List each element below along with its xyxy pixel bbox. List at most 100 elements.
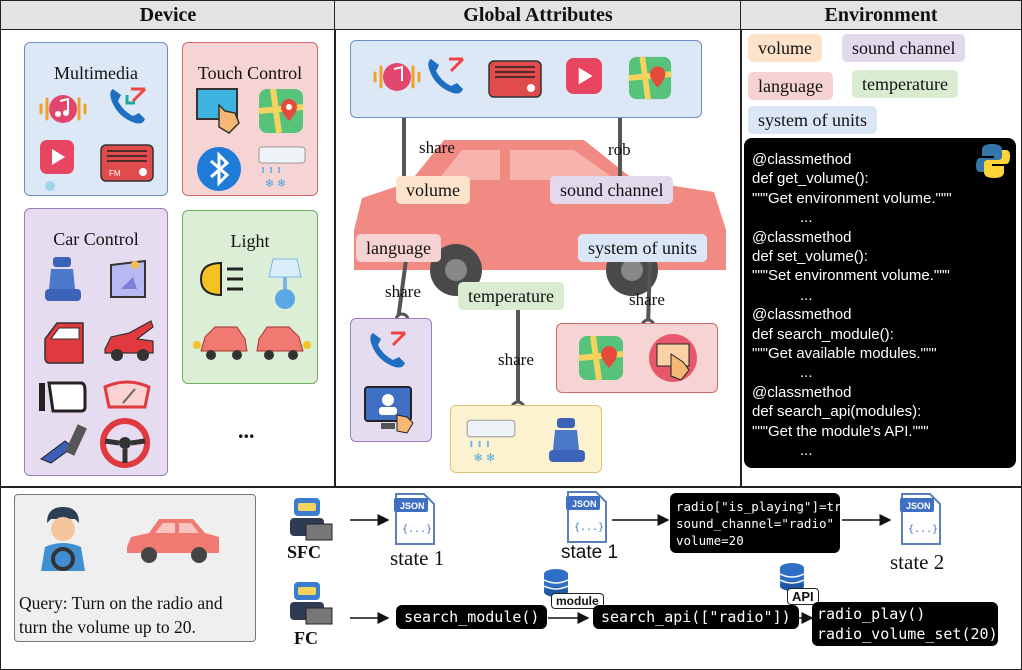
video-play-icon bbox=[40, 140, 74, 174]
svg-text:❄ ❄: ❄ ❄ bbox=[473, 453, 495, 465]
state-update-line: volume=20 bbox=[676, 533, 744, 548]
device-header: Device bbox=[0, 0, 336, 30]
car-control-title: Car Control bbox=[53, 229, 139, 249]
api-call-line: radio_play() bbox=[817, 605, 926, 623]
map-icon bbox=[628, 56, 672, 100]
json-label: JSON bbox=[400, 501, 425, 511]
state-update-line: sound_channel="radio" bbox=[676, 516, 835, 531]
json-label: JSON bbox=[572, 499, 597, 509]
state1-label-a: state 1 bbox=[390, 546, 445, 570]
bluetooth-icon bbox=[197, 147, 241, 191]
code-line: @classmethod bbox=[752, 228, 852, 246]
state-update-line: radio["is_playing"]=true bbox=[676, 499, 857, 514]
code-line: @classmethod bbox=[752, 383, 852, 401]
json-file-icon: JSON {...} bbox=[900, 493, 941, 545]
query-card: Query: Turn on the radio and turn the vo… bbox=[14, 494, 256, 642]
env-tag-volume: volume bbox=[748, 34, 822, 62]
code-line: def search_api(modules): bbox=[752, 403, 922, 421]
car-illustration bbox=[354, 140, 726, 296]
env-tag-system-of-units: system of units bbox=[748, 106, 878, 134]
phone-icon bbox=[428, 57, 465, 94]
touch-control-card: Touch Control ❄ ❄ bbox=[182, 42, 318, 196]
light-card: Light bbox=[182, 210, 318, 384]
car-icon bbox=[127, 519, 219, 563]
headlight-icon bbox=[199, 261, 243, 297]
code-line: def search_module(): bbox=[752, 325, 894, 343]
car-lights-icon bbox=[193, 326, 311, 360]
map-icon bbox=[258, 88, 304, 134]
environment-header: Environment bbox=[740, 0, 1022, 30]
query-text: Query: Turn on the radio and turn the vo… bbox=[19, 593, 223, 637]
json-file-icon: JSON {...} bbox=[566, 491, 607, 543]
driver-icon bbox=[41, 507, 85, 571]
edge-label-share-mid: share bbox=[498, 350, 534, 369]
language-device-group bbox=[350, 318, 432, 442]
phone-icon bbox=[370, 331, 407, 368]
json-label: JSON bbox=[906, 501, 931, 511]
module-tag: module bbox=[551, 593, 604, 609]
edge-label-rob: rob bbox=[608, 140, 631, 159]
json-body: {...} bbox=[402, 524, 432, 535]
radio-icon bbox=[488, 60, 542, 98]
code-line: @classmethod bbox=[752, 151, 852, 168]
global-tag-volume: volume bbox=[396, 176, 470, 204]
python-logo-icon bbox=[976, 144, 1010, 178]
fc-label: FC bbox=[294, 628, 318, 648]
code-line: """Get available modules.""" bbox=[752, 345, 937, 363]
seat-icon bbox=[45, 257, 81, 301]
side-mirror-icon bbox=[39, 381, 87, 413]
code-line: ... bbox=[800, 209, 813, 227]
code-line: """Get the module's API.""" bbox=[752, 422, 929, 440]
env-tag-language: language bbox=[748, 72, 833, 100]
state2-label: state 2 bbox=[890, 550, 945, 574]
pedal-icon bbox=[39, 424, 87, 464]
global-tag-sound-channel: sound channel bbox=[550, 176, 674, 204]
air-conditioner-icon: ❄ ❄ bbox=[466, 419, 516, 465]
music-icon bbox=[373, 63, 421, 91]
touchscreen-icon bbox=[196, 88, 240, 134]
code-line: ... bbox=[800, 364, 813, 382]
touch-screen-icon bbox=[649, 334, 697, 382]
global-tag-system-of-units: system of units bbox=[578, 234, 708, 262]
edge-label-share-right: share bbox=[629, 290, 665, 309]
music-icon bbox=[39, 95, 87, 123]
multimedia-card: Multimedia FM bbox=[24, 42, 168, 196]
sfc-label: SFC bbox=[287, 542, 322, 562]
code-line: def get_volume(): bbox=[752, 170, 869, 188]
video-play-icon bbox=[566, 58, 602, 94]
api-call-line: radio_volume_set(20) bbox=[817, 625, 998, 643]
edge-label-share-left: share bbox=[385, 282, 421, 301]
api-calls-block: radio_play() radio_volume_set(20) bbox=[812, 602, 998, 646]
windshield-icon bbox=[103, 380, 151, 409]
map-icon bbox=[578, 335, 624, 381]
sfc-robot-icon bbox=[290, 498, 333, 541]
api-tag: API bbox=[787, 588, 819, 605]
json-body: {...} bbox=[574, 522, 604, 533]
air-conditioner-icon: ❄ ❄ bbox=[258, 146, 306, 190]
phone-icon bbox=[110, 87, 147, 124]
global-attributes-header: Global Attributes bbox=[334, 0, 742, 30]
multimedia-title: Multimedia bbox=[54, 63, 138, 83]
code-line: ... bbox=[800, 286, 813, 304]
state-update-block: radio["is_playing"]=true sound_channel="… bbox=[670, 493, 857, 553]
svg-text:FM: FM bbox=[109, 169, 121, 178]
monitor-user-icon bbox=[364, 386, 414, 434]
search-module-call: search_module() bbox=[396, 605, 548, 629]
car-control-card: Car Control bbox=[24, 208, 168, 476]
window-icon bbox=[110, 259, 146, 298]
env-tag-temperature: temperature bbox=[852, 70, 958, 98]
units-device-group bbox=[556, 323, 718, 393]
json-body: {...} bbox=[908, 524, 938, 535]
carousel-dot bbox=[45, 181, 55, 191]
fc-robot-icon bbox=[290, 582, 333, 625]
lamp-icon bbox=[268, 258, 302, 309]
code-line: """Get environment volume.""" bbox=[752, 189, 952, 207]
svg-text:❄ ❄: ❄ ❄ bbox=[265, 178, 286, 190]
code-line: def set_volume(): bbox=[752, 248, 868, 266]
database-icon bbox=[543, 569, 569, 597]
code-line: @classmethod bbox=[752, 306, 852, 324]
light-title: Light bbox=[230, 231, 270, 251]
global-device-bar bbox=[350, 40, 702, 118]
global-tag-language: language bbox=[356, 234, 441, 262]
temperature-device-group: ❄ ❄ bbox=[450, 405, 602, 473]
